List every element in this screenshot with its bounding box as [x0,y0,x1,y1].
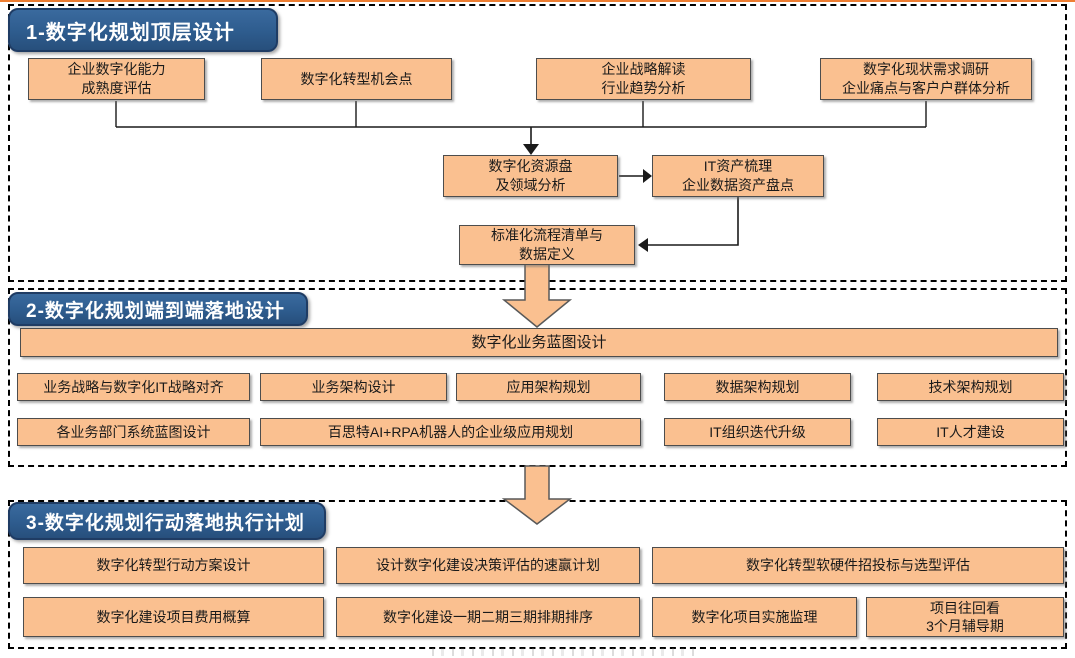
box-project-review-coaching-period: 项目往回看 3个月辅导期 [866,597,1064,637]
box-ai-rpa-enterprise-application-planning: 百思特AI+RPA机器人的企业级应用规划 [260,418,641,446]
box-transformation-action-plan-design: 数字化转型行动方案设计 [23,547,324,584]
box-technology-architecture-planning: 技术架构规划 [877,373,1064,401]
box-transformation-opportunities: 数字化转型机会点 [261,58,452,100]
box-project-cost-estimate: 数字化建设项目费用概算 [23,597,324,637]
box-it-organization-upgrade: IT组织迭代升级 [664,418,851,446]
box-status-quo-demand-research: 数字化现状需求调研 企业痛点与客户户群体分析 [820,58,1032,100]
box-data-architecture-planning: 数据架构规划 [664,373,851,401]
box-bidding-and-selection-evaluation: 数字化转型软硬件招投标与选型评估 [652,547,1064,584]
box-digital-resource-inventory: 数字化资源盘 及领域分析 [443,155,618,197]
box-strategy-interpretation-trend-analysis: 企业战略解读 行业趋势分析 [536,58,751,100]
box-it-talent-development: IT人才建设 [877,418,1064,446]
box-strategy-alignment: 业务战略与数字化IT战略对齐 [17,373,250,401]
box-department-system-blueprint: 各业务部门系统蓝图设计 [17,418,250,446]
box-business-architecture-design: 业务架构设计 [260,373,447,401]
box-business-blueprint-bar: 数字化业务蓝图设计 [20,328,1058,357]
box-application-architecture-planning: 应用架构规划 [456,373,641,401]
section-3-header-banner: 3-数字化规划行动落地执行计划 [8,502,326,540]
box-implementation-supervision: 数字化项目实施监理 [652,597,857,637]
box-phase-scheduling: 数字化建设一期二期三期排期排序 [336,597,640,637]
top-accent-strip [0,0,1075,2]
box-quick-win-plan: 设计数字化建设决策评估的速赢计划 [336,547,640,584]
box-it-asset-review: IT资产梳理 企业数据资产盘点 [652,155,824,197]
box-capability-maturity-assessment: 企业数字化能力 成熟度评估 [28,58,205,100]
section-2-header-banner: 2-数字化规划端到端落地设计 [8,292,308,326]
box-standardized-process-list: 标准化流程清单与 数据定义 [459,225,635,265]
cutoff-watermark-fragment [432,648,698,656]
section-1-header-banner: 1-数字化规划顶层设计 [8,8,278,52]
